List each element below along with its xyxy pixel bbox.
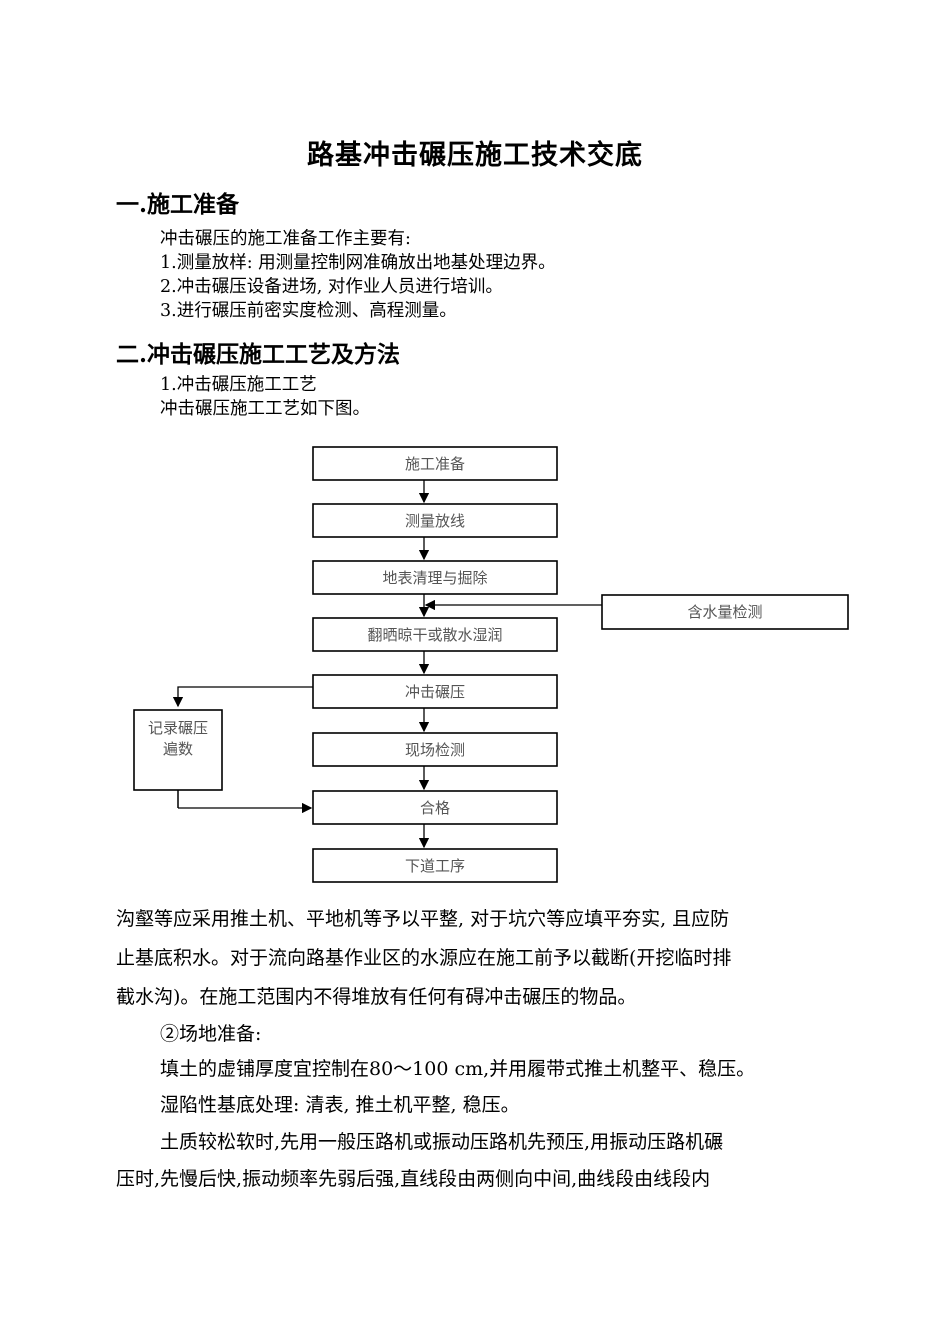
record-label-2: 遍数: [163, 740, 193, 758]
body-line-1: 沟壑等应采用推土机、平地机等予以平整, 对于坑穴等应填平夯实, 且应防: [116, 908, 730, 930]
flow-step-6: 现场检测: [405, 741, 465, 759]
body-line-5: 填土的虚铺厚度宜控制在80～100 cm,并用履带式推土机整平、稳压。: [160, 1058, 756, 1080]
flow-box-2: [312, 503, 558, 538]
section-heading-1: 一.施工准备: [116, 191, 240, 218]
body-line-2: 止基底积水。对于流向路基作业区的水源应在施工前予以截断(开挖临时排: [116, 947, 732, 969]
body-line-3: 截水沟)。在施工范围内不得堆放有任何有碍冲击碾压的物品。: [116, 986, 637, 1008]
flow-box-7: [312, 790, 558, 825]
flow-step-4: 翻晒晾干或散水湿润: [367, 626, 502, 644]
flow-box-5: [312, 674, 558, 709]
page-title: 路基冲击碾压施工技术交底: [307, 140, 643, 171]
flow-box-1: [312, 446, 558, 481]
flow-step-5: 冲击碾压: [405, 683, 465, 701]
body-line-7: 土质较松软时,先用一般压路机或振动压路机先预压,用振动压路机碾: [160, 1131, 724, 1153]
flow-box-4: [312, 617, 558, 652]
flow-step-3: 地表清理与掘除: [382, 569, 487, 587]
section1-intro: 冲击碾压的施工准备工作主要有:: [160, 229, 411, 249]
section2-intro: 冲击碾压施工工艺如下图。: [160, 399, 370, 419]
flow-box-3: [312, 560, 558, 595]
flow-box-6: [312, 732, 558, 767]
section1-item-3: 3.进行碾压前密实度检测、高程测量。: [160, 301, 457, 321]
moisture-test-box: [601, 594, 849, 630]
section1-item-2: 2.冲击碾压设备进场, 对作业人员进行培训。: [160, 277, 503, 297]
moisture-test-label: 含水量检测: [687, 603, 762, 621]
flow-box-8: [312, 848, 558, 883]
body-line-6: 湿陷性基底处理: 清表, 推土机平整, 稳压。: [160, 1094, 520, 1116]
flow-step-1: 施工准备: [405, 455, 465, 473]
flow-step-2: 测量放线: [405, 512, 465, 530]
body-line-4: ②场地准备:: [160, 1023, 262, 1045]
section1-item-1: 1.测量放样: 用测量控制网准确放出地基处理边界。: [160, 253, 556, 273]
flow-step-8: 下道工序: [405, 857, 465, 875]
section-heading-2: 二.冲击碾压施工工艺及方法: [116, 341, 401, 368]
body-line-8: 压时,先慢后快,振动频率先弱后强,直线段由两侧向中间,曲线段由线段内: [116, 1168, 711, 1190]
flow-step-7: 合格: [420, 799, 450, 817]
process-flowchart: 施工准备 测量放线 地表清理与掘除 翻晒晾干或散水湿润 冲击碾压 现场检测 合格…: [133, 446, 849, 883]
record-label-1: 记录碾压: [148, 719, 208, 737]
section2-sub: 1.冲击碾压施工工艺: [160, 375, 317, 395]
